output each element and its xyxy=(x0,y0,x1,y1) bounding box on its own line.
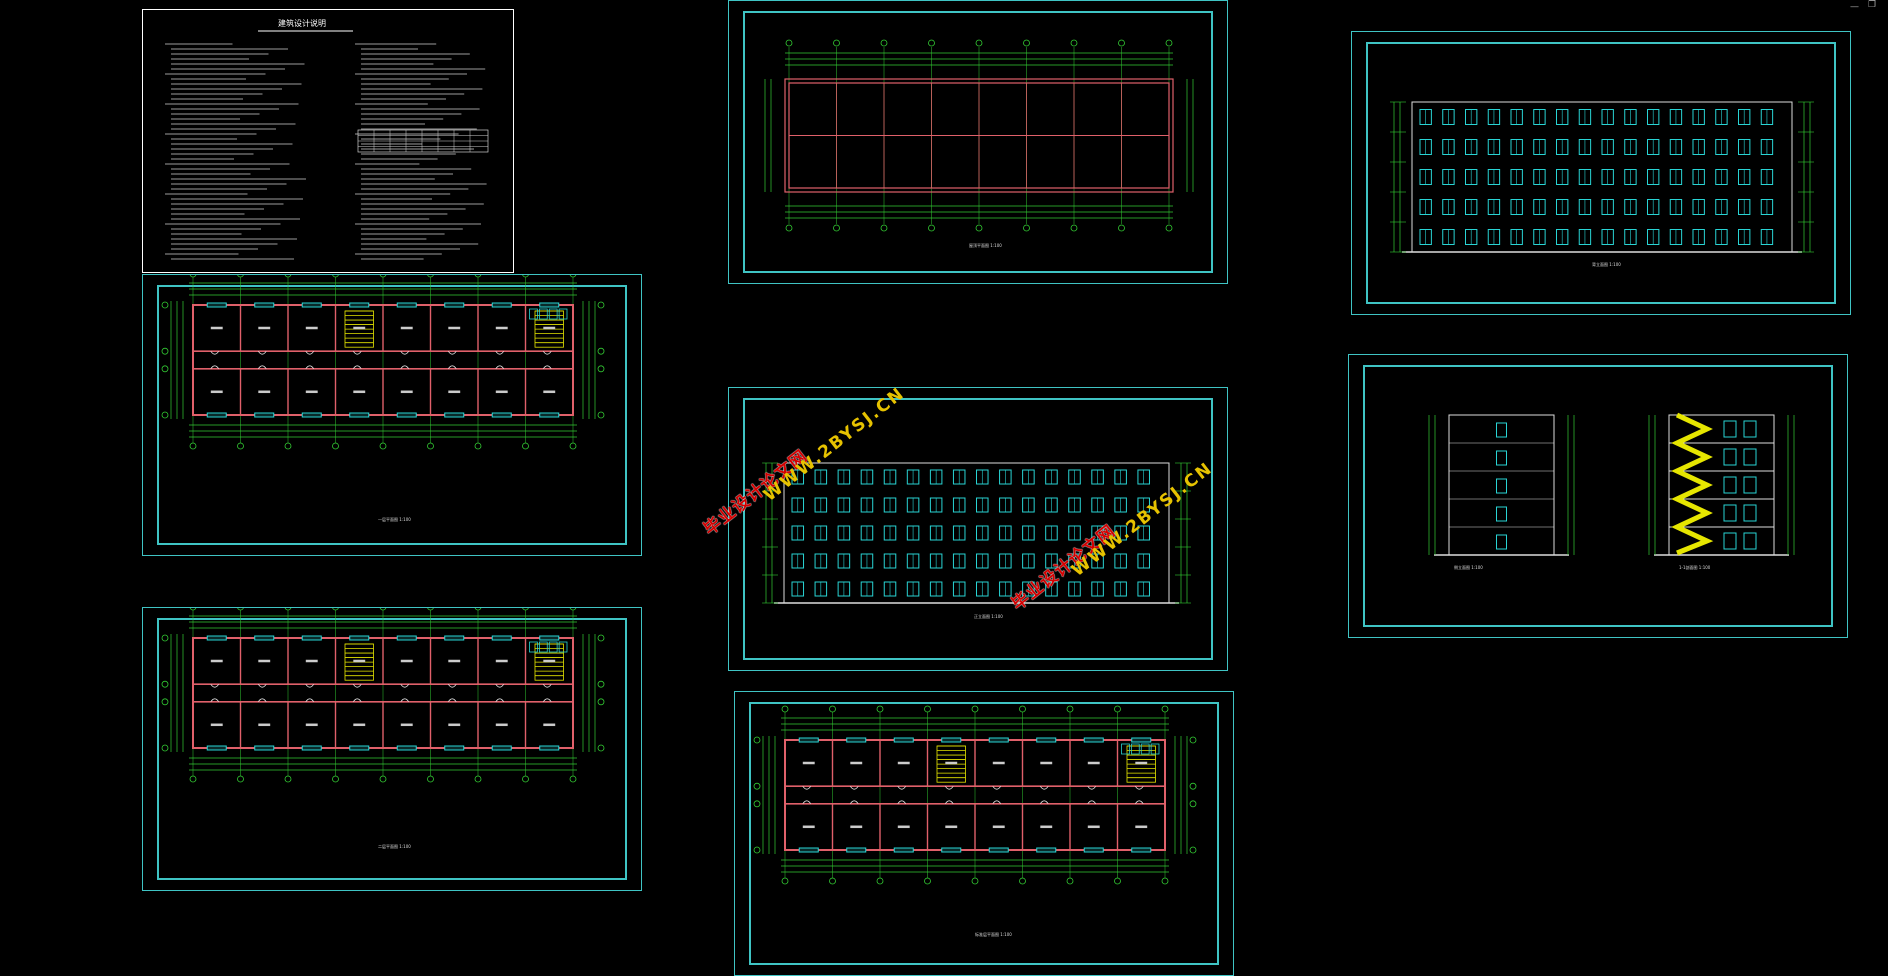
floor3-plan-drawing xyxy=(753,705,1197,885)
roof-caption: 屋顶平面图 1:100 xyxy=(969,243,1002,248)
section-caption: 1-1剖面图 1:100 xyxy=(1679,565,1711,570)
floor2-plan-drawing xyxy=(161,608,605,783)
floor1-caption: 一层平面图 1:100 xyxy=(378,517,411,522)
minimize-icon[interactable]: — xyxy=(1850,2,1859,12)
front-elevation-sheet: 正立面图 1:100 xyxy=(728,387,1228,671)
floor1-plan-sheet: 一层平面图 1:100 xyxy=(142,274,642,556)
floor3-caption: 标准层平面图 1:100 xyxy=(975,932,1012,937)
side-section-sheet: 侧立面图 1:100 1-1剖面图 1:100 xyxy=(1348,354,1848,638)
design-notes-title: 建筑设计说明 xyxy=(278,19,326,28)
side-section-drawing xyxy=(1428,412,1795,556)
floor1-plan-drawing xyxy=(161,275,605,450)
roof-plan-drawing xyxy=(764,39,1194,232)
restore-icon[interactable]: ❐ xyxy=(1868,0,1877,10)
front-caption: 正立面图 1:100 xyxy=(974,614,1003,619)
notes-text-block xyxy=(165,30,489,260)
front-elevation-drawing xyxy=(762,462,1191,604)
floor2-plan-sheet: 二层平面图 1:100 xyxy=(142,607,642,891)
design-notes-sheet: 建筑设计说明 xyxy=(142,9,514,273)
side-caption: 侧立面图 1:100 xyxy=(1454,565,1483,570)
back-elevation-sheet: 背立面图 1:100 xyxy=(1351,31,1851,315)
back-caption: 背立面图 1:100 xyxy=(1592,262,1621,267)
roof-plan-sheet: 屋顶平面图 1:100 xyxy=(728,0,1228,284)
back-elevation-drawing xyxy=(1390,101,1814,253)
floor2-caption: 二层平面图 1:100 xyxy=(378,844,411,849)
floor3-plan-sheet: 标准层平面图 1:100 xyxy=(734,691,1234,976)
